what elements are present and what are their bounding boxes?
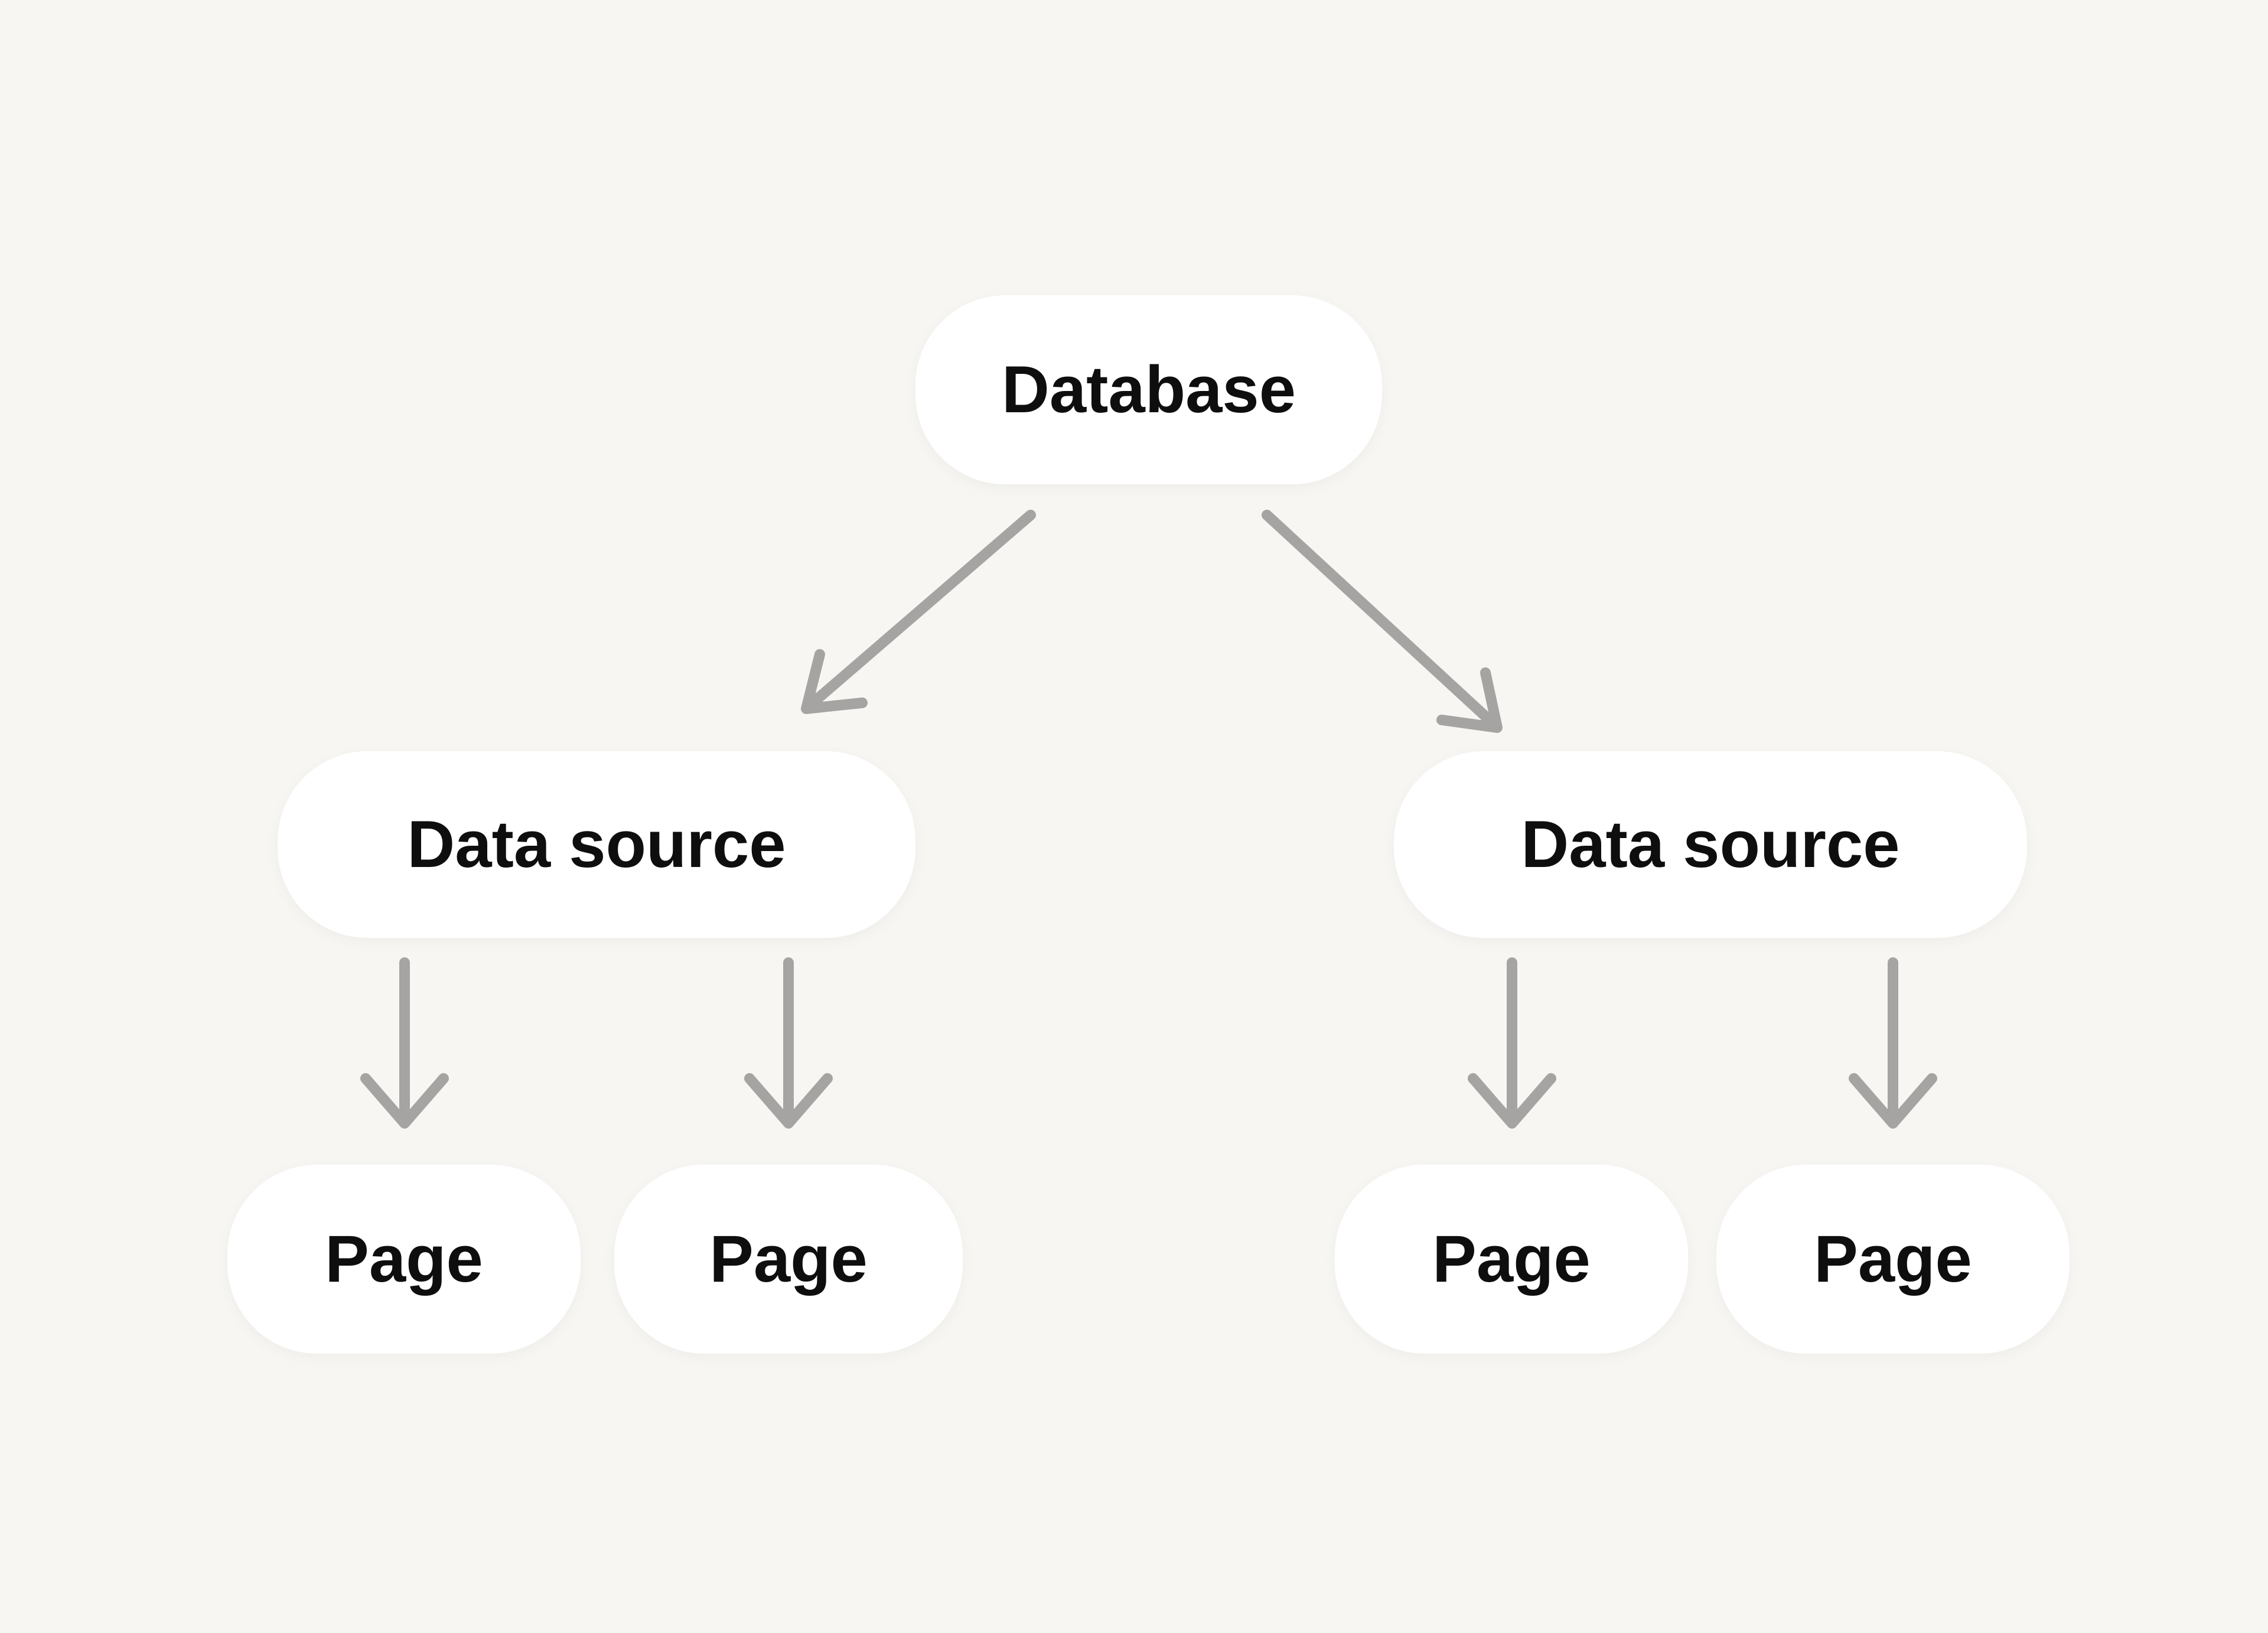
- node-page-4: Page: [1716, 1165, 2070, 1354]
- node-database-label: Database: [1001, 353, 1296, 426]
- node-data-source-right: Data source: [1394, 751, 2027, 938]
- edge-database-to-data-source-right: [1262, 510, 1503, 733]
- arrowhead-icon: [1849, 1073, 1937, 1129]
- node-page-3-label: Page: [1432, 1222, 1591, 1296]
- node-page-3: Page: [1335, 1165, 1688, 1354]
- arrowhead-icon: [1468, 1073, 1556, 1129]
- node-database: Database: [915, 295, 1382, 484]
- edge-database-to-data-source-left: [801, 510, 1036, 714]
- node-data-source-left: Data source: [278, 751, 915, 938]
- arrowhead-icon: [801, 649, 868, 714]
- node-page-1: Page: [227, 1165, 581, 1354]
- arrowhead-icon: [744, 1073, 833, 1129]
- node-data-source-left-label: Data source: [407, 807, 786, 881]
- node-data-source-right-label: Data source: [1521, 807, 1900, 881]
- edge-data-source-left-to-page-2: [744, 957, 833, 1129]
- arrowhead-icon: [360, 1073, 449, 1129]
- edge-data-source-right-to-page-3: [1468, 957, 1556, 1129]
- node-page-2: Page: [614, 1165, 963, 1354]
- edge-data-source-left-to-page-1: [360, 957, 449, 1129]
- node-page-4-label: Page: [1814, 1222, 1972, 1296]
- arrowhead-icon: [1436, 667, 1503, 733]
- edge-data-source-right-to-page-4: [1849, 957, 1937, 1129]
- node-page-1-label: Page: [325, 1222, 483, 1296]
- node-page-2-label: Page: [709, 1222, 868, 1296]
